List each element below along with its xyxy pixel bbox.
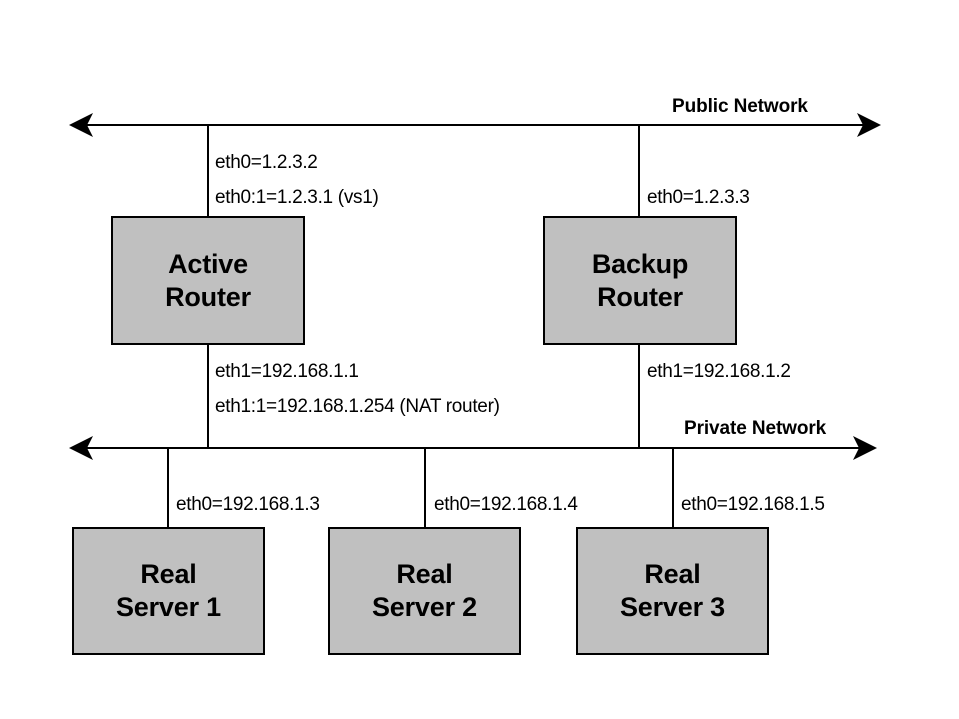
iface-label-real-server-1-eth0: eth0=192.168.1.3 [176, 494, 320, 515]
node-active-router[interactable]: Active Router [111, 216, 305, 345]
node-real-server-2-line2: Server 2 [372, 592, 477, 622]
node-real-server-2-line1: Real [396, 559, 453, 590]
node-real-server-1[interactable]: Real Server 1 [72, 527, 265, 655]
iface-label-active-public-eth0: eth0=1.2.3.2 [215, 152, 318, 173]
node-real-server-3-line1: Real [644, 559, 701, 590]
iface-label-backup-public-eth0: eth0=1.2.3.3 [647, 187, 750, 208]
node-active-router-line2: Router [165, 281, 251, 312]
iface-label-active-private-eth1: eth1=192.168.1.1 [215, 361, 359, 382]
node-real-server-1-line2: Server 1 [116, 592, 221, 622]
node-real-server-2[interactable]: Real Server 2 [328, 527, 521, 655]
iface-label-real-server-2-eth0: eth0=192.168.1.4 [434, 494, 578, 515]
node-active-router-line1: Active [168, 248, 248, 279]
node-real-server-1-line1: Real [140, 559, 197, 590]
node-real-server-3[interactable]: Real Server 3 [576, 527, 769, 655]
private-network-label: Private Network [684, 418, 827, 439]
node-backup-router-line1: Backup [591, 248, 689, 279]
node-backup-router-line2: Router [597, 281, 683, 312]
iface-label-backup-private-eth1: eth1=192.168.1.2 [647, 361, 791, 382]
iface-label-active-private-eth1-alias: eth1:1=192.168.1.254 (NAT router) [215, 396, 500, 417]
iface-label-real-server-3-eth0: eth0=192.168.1.5 [681, 494, 825, 515]
node-real-server-3-line2: Server 3 [620, 592, 725, 622]
public-network-label: Public Network [672, 96, 808, 117]
iface-label-active-public-eth0-alias: eth0:1=1.2.3.1 (vs1) [215, 187, 379, 208]
node-backup-router[interactable]: Backup Router [543, 216, 737, 345]
